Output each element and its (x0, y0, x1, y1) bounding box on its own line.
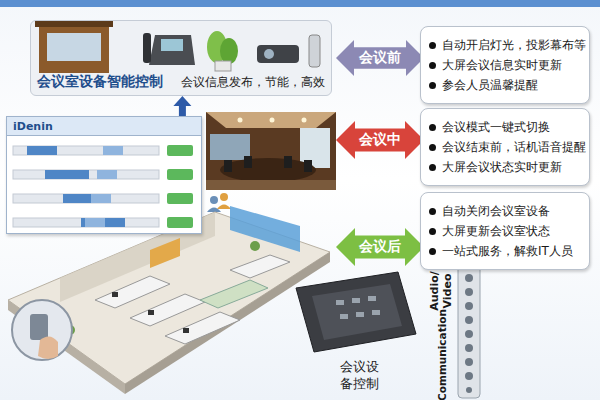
bullet-row: 大屏会议信息实时更新 (429, 55, 581, 75)
screen-panel: iDenin (6, 116, 202, 234)
bullet-row: 会议结束前，话机语音提醒 (429, 137, 581, 157)
booked-slot (85, 218, 105, 227)
bullet-dot (429, 208, 436, 215)
kiosk-body (39, 27, 109, 73)
hand-card-reader (12, 300, 72, 360)
plant-leaf (220, 38, 238, 64)
meeting-room-photo (206, 112, 336, 190)
vertical-caption: Audio/ Video (428, 271, 454, 311)
booked-slot (45, 170, 89, 179)
remote-control (309, 35, 320, 67)
booked-slot (63, 194, 93, 203)
bullet-text: 会议模式一键式切换 (442, 117, 550, 137)
booked-slot (103, 146, 123, 155)
arrow-label-box: 会议前 (336, 40, 424, 76)
projector-body (257, 45, 299, 63)
bullet-row: 会议模式一键式切换 (429, 117, 581, 137)
schedule-rows (7, 136, 201, 234)
phase-label: 会议后 (359, 238, 401, 256)
arrow-shaft (179, 106, 186, 116)
action-button (167, 217, 193, 228)
arrow-fill (336, 40, 424, 76)
phone-body (149, 35, 195, 65)
device-illustration (31, 21, 333, 77)
bullet-dot (429, 124, 436, 131)
screen-header: iDenin (7, 117, 201, 136)
kiosk-window (47, 33, 101, 61)
double-arrow: 会议中 (336, 121, 424, 159)
booked-slot (27, 146, 57, 155)
bullet-text: 大屏更新会议室状态 (442, 221, 550, 241)
bullet-row: 自动关闭会议室设备 (429, 201, 581, 221)
bullet-text: 参会人员温馨提醒 (442, 75, 538, 95)
office-floor-plan (8, 206, 330, 394)
people-icon (207, 193, 231, 212)
bullet-box: 会议模式一键式切换会议结束前，话机语音提醒大屏会议状态实时更新 (420, 108, 590, 186)
phone-screen (161, 39, 183, 51)
control-panel (296, 272, 416, 352)
bullet-row: 参会人员温馨提醒 (429, 75, 581, 95)
bullet-row: 大屏会议状态实时更新 (429, 157, 581, 177)
time-bar (13, 218, 159, 227)
booked-slot (81, 218, 125, 227)
double-arrow: 会议前 (336, 40, 424, 76)
booked-slot (91, 194, 111, 203)
bullet-box: 自动关闭会议室设备大屏更新会议室状态一站式服务，解救IT人员 (420, 192, 590, 270)
action-button (167, 145, 193, 156)
bullet-dot (429, 228, 436, 235)
bullet-dot (429, 248, 436, 255)
bullet-text: 大屏会议状态实时更新 (442, 157, 562, 177)
bullet-box: 自动开启灯光，投影幕布等大屏会议信息实时更新参会人员温馨提醒 (420, 26, 590, 104)
bullet-text: 自动关闭会议室设备 (442, 201, 550, 221)
bullet-dot (429, 82, 436, 89)
panel-subtitle: 会议信息发布，节能，高效 (181, 74, 325, 91)
arrow-label-box: 会议中 (336, 121, 424, 159)
phase-label: 会议前 (359, 49, 401, 67)
booked-slot (97, 170, 117, 179)
action-button (167, 193, 193, 204)
bullet-row: 大屏更新会议室状态 (429, 221, 581, 241)
time-bar (13, 170, 159, 179)
arrow-fill (336, 121, 424, 159)
double-arrow: 会议后 (336, 228, 424, 266)
bullet-text: 自动开启灯光，投影幕布等 (442, 35, 586, 55)
panel-title: 会议室设备智能控制 (37, 73, 163, 91)
time-bar (13, 146, 159, 155)
projector-lens (264, 49, 274, 59)
bullet-dot (429, 42, 436, 49)
bullet-row: 一站式服务，解救IT人员 (429, 241, 581, 261)
bullet-text: 一站式服务，解救IT人员 (442, 241, 573, 261)
time-bar (13, 194, 159, 203)
bullet-dot (429, 164, 436, 171)
bullet-dot (429, 62, 436, 69)
brand-text: iDenin (13, 120, 53, 133)
device-caption: 会议设备控制 (340, 358, 382, 392)
arrow-fill (336, 228, 424, 266)
bullet-text: 会议结束前，话机语音提醒 (442, 137, 586, 157)
connector-arrow (173, 96, 191, 116)
bullet-text: 大屏会议信息实时更新 (442, 55, 562, 75)
header-stripe (0, 0, 600, 7)
arrow-label-box: 会议后 (336, 228, 424, 266)
kiosk-roof (35, 21, 113, 27)
vertical-caption: Communication (436, 309, 449, 400)
button-strip (458, 266, 480, 398)
plant-pot (215, 61, 231, 71)
device-panel: 会议室设备智能控制 会议信息发布，节能，高效 (30, 20, 332, 96)
bullet-dot (429, 144, 436, 151)
action-button (167, 169, 193, 180)
bullet-row: 自动开启灯光，投影幕布等 (429, 35, 581, 55)
caption-row: 会议室设备智能控制 会议信息发布，节能，高效 (37, 73, 325, 91)
arrow-head (173, 96, 191, 106)
phase-label: 会议中 (359, 131, 401, 149)
phone-handset (143, 33, 151, 63)
